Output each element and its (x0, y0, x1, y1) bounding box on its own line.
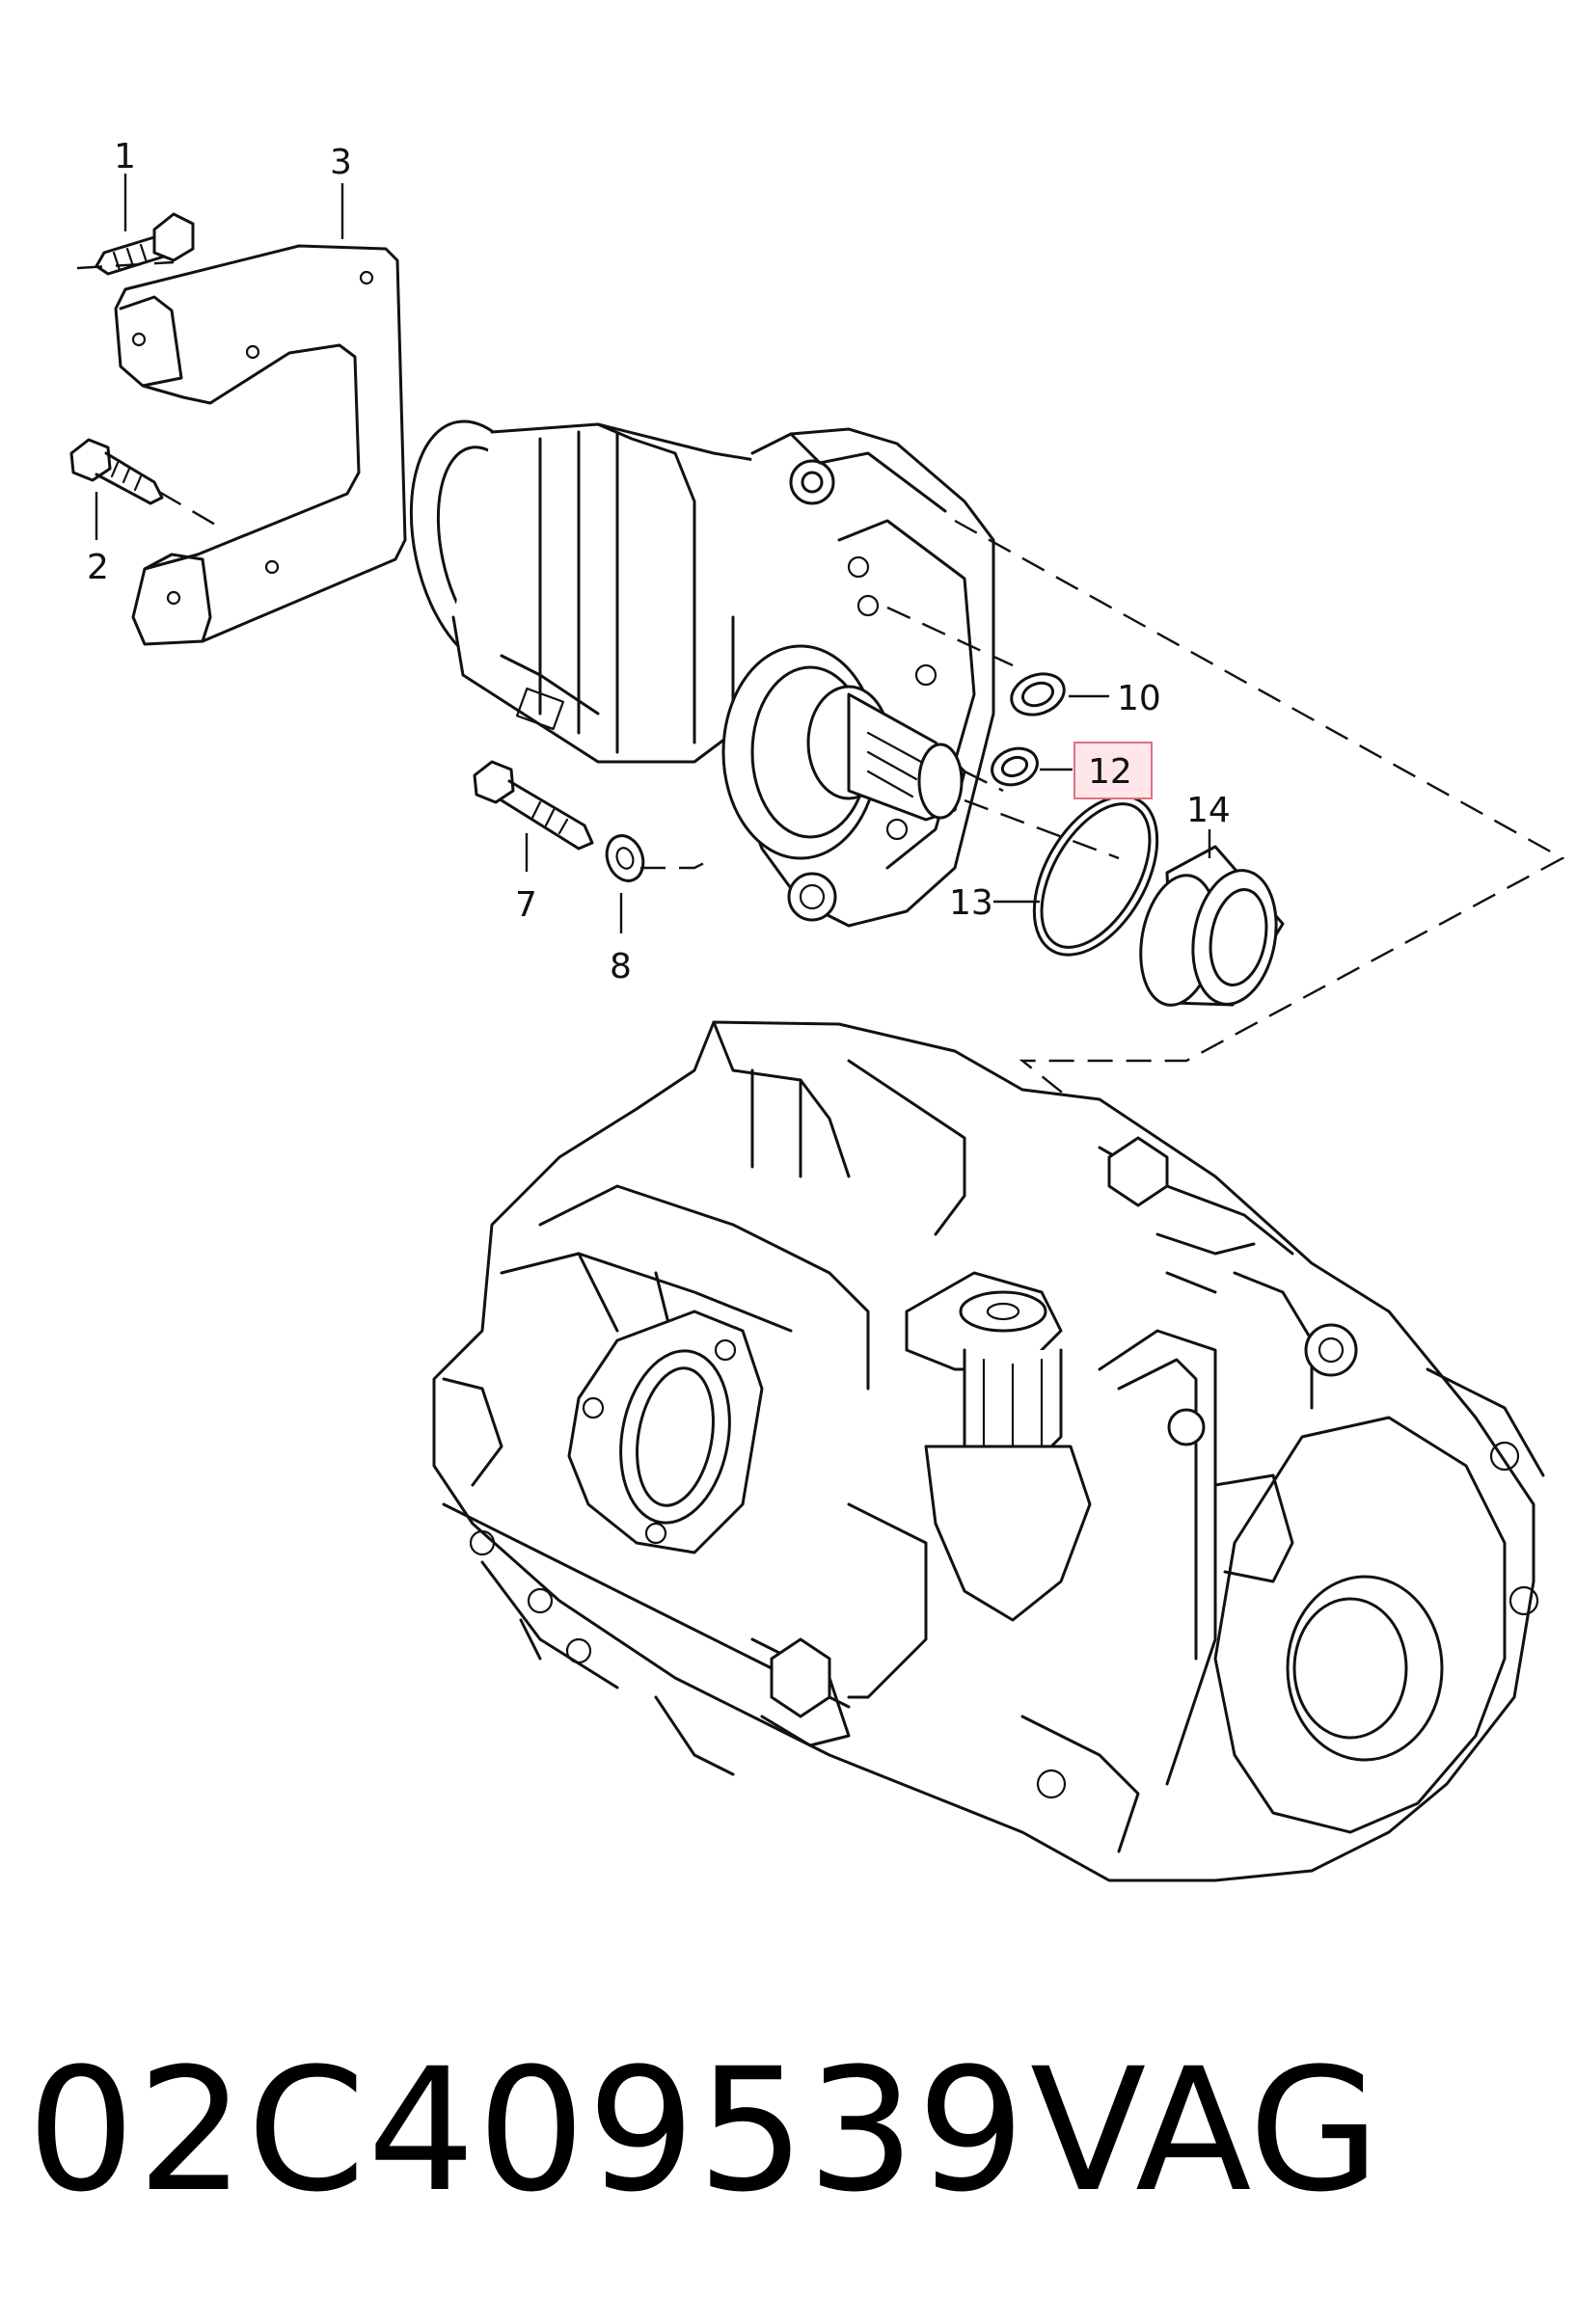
part-10-seal (1010, 672, 1109, 716)
callout-8: 8 (610, 947, 632, 986)
hydraulic-pump-housing (409, 419, 1120, 928)
exploded-parts-diagram: 1 2 3 7 8 10 12 13 14 (69, 137, 1565, 1882)
callout-7: 7 (515, 885, 537, 925)
part-8-washer (605, 834, 715, 933)
part-number: 02C409539 (27, 2032, 1027, 2229)
callout-12-highlight (1073, 742, 1153, 799)
callout-labels: 1 2 3 7 8 10 12 13 14 (87, 137, 1231, 986)
callout-2: 2 (87, 548, 109, 587)
part-2-bolt (69, 438, 164, 540)
part-1-bolt (95, 174, 195, 276)
part-7-bolt (473, 760, 594, 872)
callout-13: 13 (949, 883, 993, 923)
part-13-o-ring (993, 795, 1159, 957)
callout-14: 14 (1186, 791, 1231, 830)
part-14-bushing (1139, 829, 1285, 1007)
callout-3: 3 (330, 143, 352, 182)
brand-name: VAG (1030, 2032, 1380, 2229)
callout-10: 10 (1117, 679, 1161, 718)
part-12-seal (991, 746, 1073, 787)
assembly-route-line (954, 519, 1565, 1100)
part-3-bracket (76, 183, 407, 646)
callout-12: 12 (1088, 752, 1132, 792)
callout-1: 1 (114, 137, 136, 176)
caption: 02C409539 VAG (27, 2035, 1551, 2228)
gearbox-housing (432, 1020, 1545, 1882)
